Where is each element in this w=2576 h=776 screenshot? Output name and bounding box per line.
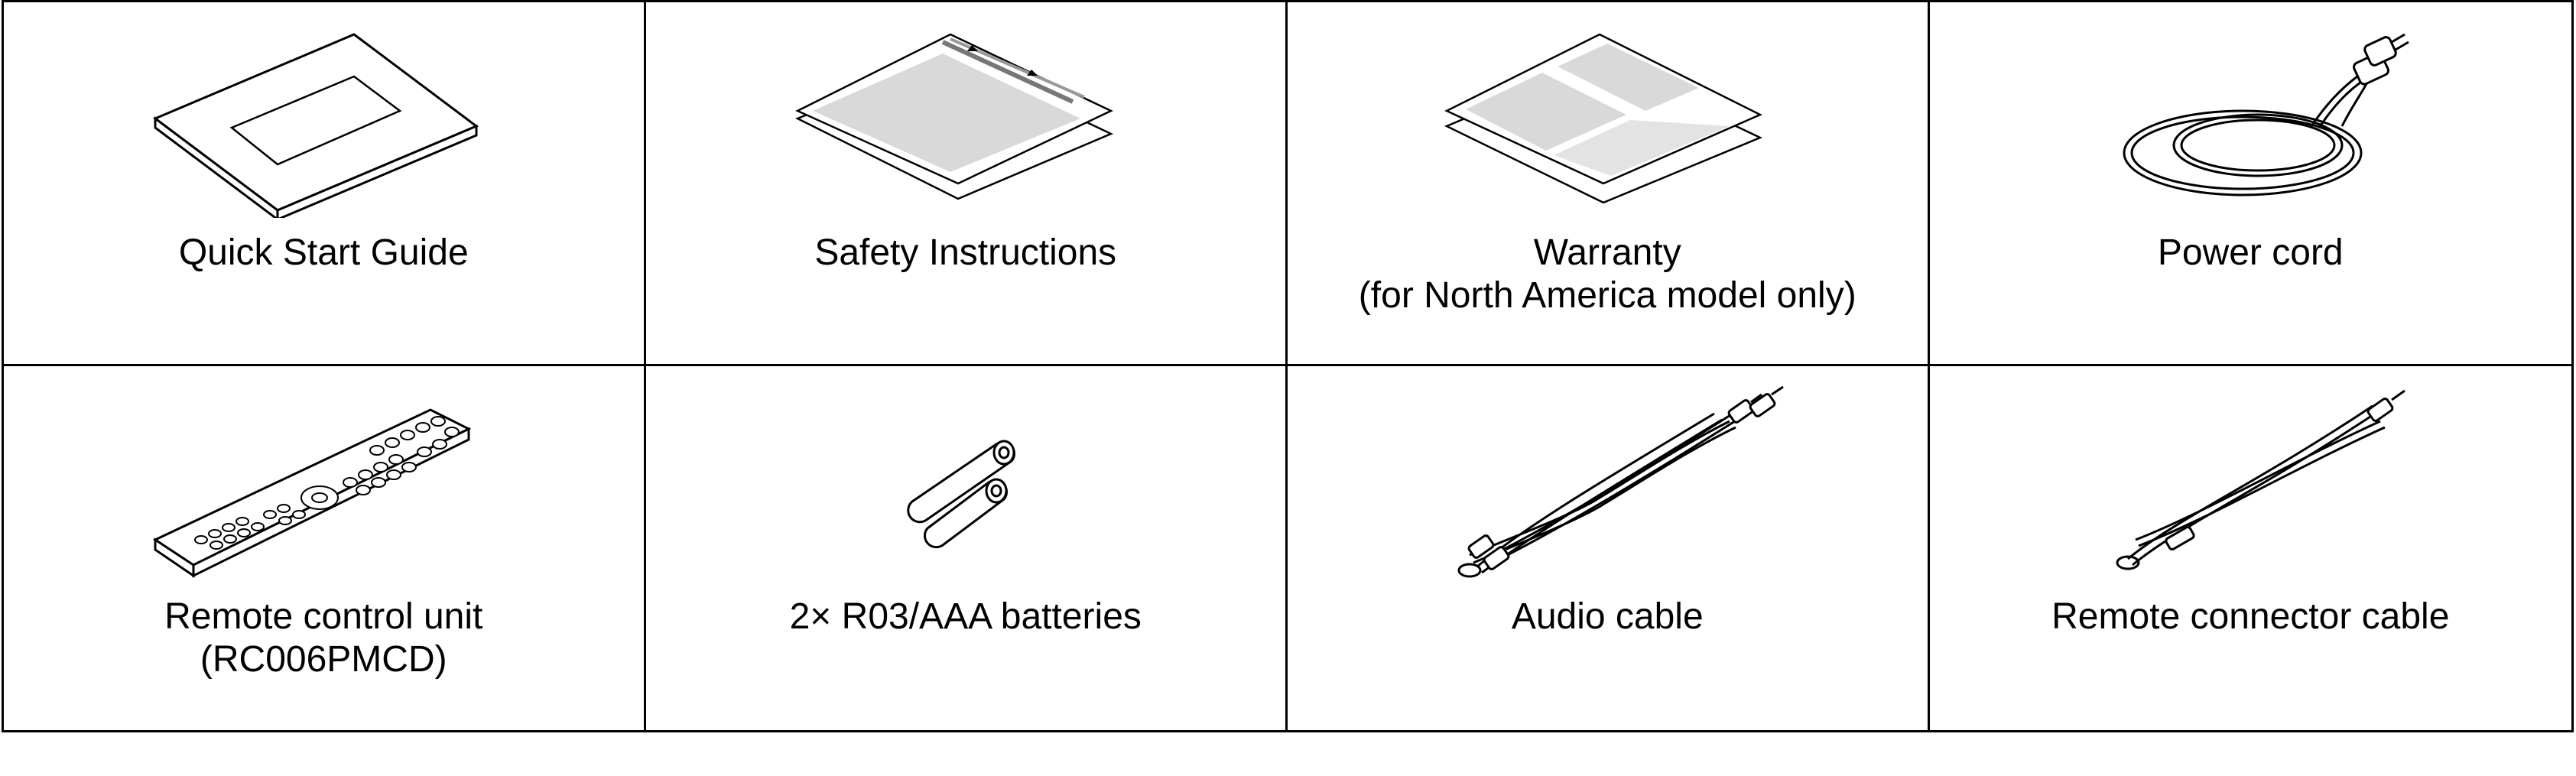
accessory-caption: Warranty (for North America model only) bbox=[1288, 232, 1928, 317]
caption-line: 2× R03/AAA batteries bbox=[789, 596, 1142, 637]
power-cord-icon bbox=[2051, 11, 2449, 218]
remote-connector-cable-icon bbox=[2051, 375, 2449, 582]
audio-cable-icon bbox=[1408, 375, 1806, 582]
accessory-cell-warranty: Warranty (for North America model only) bbox=[1288, 2, 1930, 366]
accessory-cell-power-cord: Power cord bbox=[1929, 2, 2572, 366]
accessory-cell-audio-cable: Audio cable bbox=[1288, 366, 1930, 730]
accessory-caption: Quick Start Guide bbox=[4, 232, 644, 274]
accessory-caption: Safety Instructions bbox=[646, 232, 1286, 274]
accessory-caption: Remote connector cable bbox=[1930, 596, 2572, 638]
caption-line: Power cord bbox=[2157, 232, 2344, 273]
caption-line: Remote connector cable bbox=[2051, 596, 2450, 637]
caption-line: Remote control unit bbox=[164, 596, 483, 637]
accessory-cell-remote-connector-cable: Remote connector cable bbox=[1930, 366, 2572, 730]
quick-start-guide-icon bbox=[125, 11, 522, 222]
accessory-cell-quick-start-guide: Quick Start Guide bbox=[4, 2, 646, 366]
batteries-icon bbox=[767, 375, 1165, 582]
accessories-table: Quick Start Guide Safety Instructions bbox=[2, 0, 2574, 732]
accessory-cell-safety-instructions: Safety Instructions bbox=[645, 2, 1288, 366]
caption-line: (for North America model only) bbox=[1358, 275, 1856, 316]
remote-control-icon bbox=[125, 375, 522, 582]
accessory-caption: 2× R03/AAA batteries bbox=[646, 596, 1286, 638]
caption-line: (RC006PMCD) bbox=[200, 639, 447, 680]
caption-line: Audio cable bbox=[1511, 596, 1704, 637]
caption-line: Warranty bbox=[1533, 232, 1681, 273]
accessory-cell-remote-control: Remote control unit (RC006PMCD) bbox=[4, 366, 646, 730]
safety-instructions-icon bbox=[767, 11, 1165, 218]
accessory-cell-batteries: 2× R03/AAA batteries bbox=[646, 366, 1288, 730]
accessory-caption: Remote control unit (RC006PMCD) bbox=[4, 596, 644, 681]
accessory-caption: Power cord bbox=[1930, 232, 2572, 274]
caption-line: Safety Instructions bbox=[814, 232, 1117, 273]
warranty-icon bbox=[1408, 11, 1806, 218]
caption-line: Quick Start Guide bbox=[178, 232, 469, 273]
accessory-caption: Audio cable bbox=[1288, 596, 1928, 638]
